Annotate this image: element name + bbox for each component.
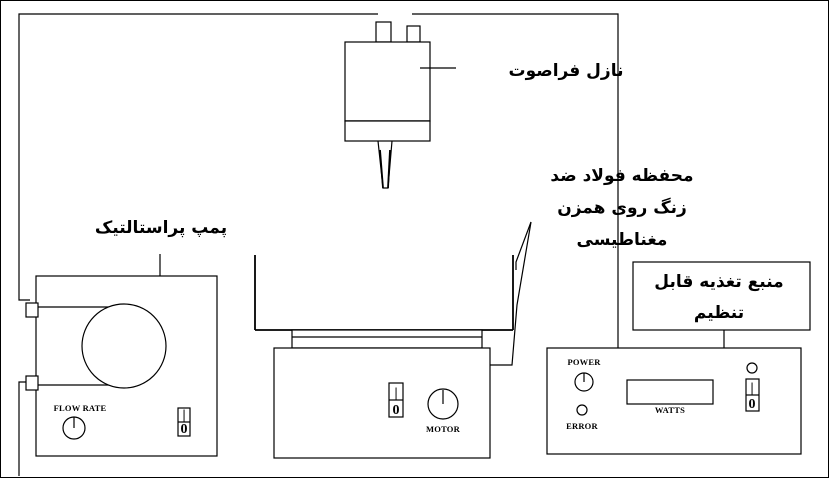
nozzle-tip-right-edge [387,149,391,189]
stirrer-switch-off-glyph: 0 [393,403,400,418]
label-ultrasonic-nozzle: نازل فراصوت [509,61,624,81]
pump-switch-off-glyph: 0 [181,422,188,437]
pump-tube-fitting-bottom [25,375,39,391]
persian-labels: نازل فراصوت محفظه فولاد ضد زنگ روی همزن … [95,61,784,323]
label-chamber-line-1: محفظه فولاد ضد [550,166,693,186]
label-peristaltic-pump: پمپ پراستالتیک [95,218,227,238]
power-supply-switch-on-glyph: | [750,381,753,396]
label-power-supply-line-2: تنظیم [694,303,744,323]
power-supply-error-led [576,404,588,416]
power-supply-watts-label: WATTS [655,405,685,415]
power-supply-indicator-light [746,362,758,374]
label-power-supply-line-1: منبع تغذیه قابل [654,272,783,292]
power-supply-error-label: ERROR [566,421,598,431]
nozzle-inlet-port-left [375,21,392,43]
tube-pump-to-nozzle-left [18,13,378,301]
label-chamber-line-2: زنگ روی همزن [557,197,687,218]
pump-tube-fitting-top [25,302,39,318]
stirrer-motor-label: MOTOR [426,424,461,434]
nozzle-body [344,41,431,122]
stirrer-switch-on-glyph: | [394,386,397,401]
power-supply-label-box [632,261,811,331]
nozzle-inlet-port-right [406,25,421,43]
nozzle-tip-left-edge [379,149,384,189]
tube-pump-inlet [18,381,30,476]
power-supply-power-label: POWER [567,357,601,367]
chamber-leader-line-upper [515,221,532,270]
label-chamber-line-3: مغناطیسی [577,230,668,250]
magnetic-stirrer: | 0 MOTOR [273,347,491,459]
peristaltic-pump: | 0 FLOW RATE [25,254,218,457]
cable-nozzle-to-power-supply [412,13,619,348]
power-supply: POWER ERROR WATTS | 0 [546,261,811,455]
stirrer-chamber [254,221,532,366]
pump-switch-on-glyph: | [182,408,185,423]
ultrasonic-nozzle [344,21,456,189]
pump-flow-rate-label: FLOW RATE [54,403,107,413]
power-supply-watts-display [626,379,714,405]
stirrer-top-plate [291,329,483,349]
pump-rotor [81,303,167,389]
power-supply-switch-off-glyph: 0 [749,397,756,412]
nozzle-base [344,120,431,142]
chamber-leader-line-lower [482,221,532,366]
